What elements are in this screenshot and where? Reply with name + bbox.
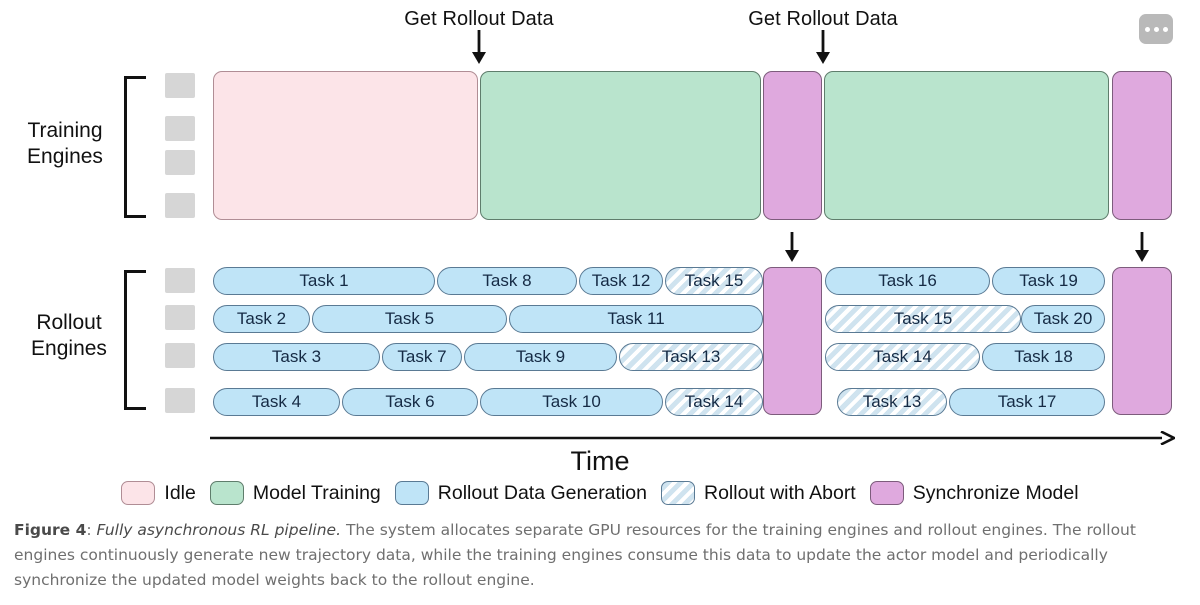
caption-figure-number: Figure 4 bbox=[14, 521, 87, 539]
task-label: Task 18 bbox=[1014, 347, 1073, 366]
gpu-chip-rollout-1 bbox=[165, 268, 195, 293]
task-label: Task 17 bbox=[997, 392, 1057, 411]
down-arrow-icon bbox=[816, 30, 830, 64]
down-arrow-icon bbox=[1135, 232, 1149, 262]
gpu-chip-training-3 bbox=[165, 150, 195, 175]
task-block[interactable]: Task 10 bbox=[480, 388, 663, 416]
group-label-rollout: Rollout Engines bbox=[31, 311, 107, 360]
training-segment-idle-1[interactable] bbox=[213, 71, 478, 220]
dot-icon bbox=[1144, 26, 1150, 32]
task-block[interactable]: Task 1 bbox=[213, 267, 435, 295]
task-label: Task 11 bbox=[607, 309, 665, 328]
task-block[interactable]: Task 18 bbox=[982, 343, 1105, 371]
dot-icon bbox=[1162, 26, 1168, 32]
task-label: Task 6 bbox=[385, 392, 435, 411]
caption-body: The system allocates separate GPU resour… bbox=[14, 521, 1136, 589]
task-label: Task 13 bbox=[661, 347, 721, 366]
task-label: Task 3 bbox=[271, 347, 322, 366]
group-bracket-rollout bbox=[124, 270, 146, 410]
task-label: Task 1 bbox=[299, 271, 349, 290]
group-bracket-training bbox=[124, 76, 146, 218]
task-block[interactable]: Task 15 bbox=[825, 305, 1021, 333]
gpu-chip-rollout-3 bbox=[165, 343, 195, 368]
legend-label-abort: Rollout with Abort bbox=[703, 481, 856, 504]
down-arrow-icon bbox=[785, 232, 799, 262]
task-block[interactable]: Task 9 bbox=[464, 343, 617, 371]
legend-item-idle: Idle bbox=[121, 481, 196, 505]
legend-swatch-rollout bbox=[394, 481, 429, 505]
task-label: Task 7 bbox=[397, 347, 447, 366]
training-segment-training-4[interactable] bbox=[824, 71, 1109, 220]
task-block[interactable]: Task 14 bbox=[665, 388, 763, 416]
training-segment-sync-3[interactable] bbox=[763, 71, 822, 220]
legend-label-sync: Synchronize Model bbox=[912, 481, 1079, 504]
task-label: Task 10 bbox=[542, 392, 601, 411]
task-label: Task 4 bbox=[251, 392, 302, 411]
legend-item-abort: Rollout with Abort bbox=[660, 481, 856, 505]
gpu-chip-training-4 bbox=[165, 193, 195, 218]
task-block[interactable]: Task 4 bbox=[213, 388, 340, 416]
training-segment-sync-5[interactable] bbox=[1112, 71, 1172, 220]
rollout-sync-bar-2[interactable] bbox=[1112, 267, 1172, 415]
time-axis-label: Time bbox=[570, 446, 630, 476]
task-block[interactable]: Task 20 bbox=[1021, 305, 1105, 333]
task-block[interactable]: Task 2 bbox=[213, 305, 310, 333]
task-block[interactable]: Task 16 bbox=[825, 267, 990, 295]
gpu-chip-training-2 bbox=[165, 116, 195, 141]
time-axis bbox=[210, 431, 1175, 445]
task-block[interactable]: Task 12 bbox=[579, 267, 663, 295]
task-block[interactable]: Task 7 bbox=[382, 343, 462, 371]
figure-caption: Figure 4: Fully asynchronous RL pipeline… bbox=[14, 518, 1186, 593]
legend-swatch-sync bbox=[869, 481, 904, 505]
annotation-label-2: Get Rollout Data bbox=[748, 8, 898, 30]
task-label: Task 15 bbox=[893, 309, 953, 328]
more-options-button[interactable] bbox=[1139, 14, 1173, 44]
task-block[interactable]: Task 19 bbox=[992, 267, 1105, 295]
task-label: Task 16 bbox=[878, 271, 937, 290]
legend-label-rollout: Rollout Data Generation bbox=[437, 481, 647, 504]
task-label: Task 2 bbox=[236, 309, 287, 328]
caption-title: Fully asynchronous RL pipeline. bbox=[96, 521, 342, 539]
caption-separator: : bbox=[86, 521, 97, 539]
task-label: Task 14 bbox=[684, 392, 744, 411]
gpu-chip-rollout-4 bbox=[165, 388, 195, 413]
legend-swatch-abort bbox=[660, 481, 695, 505]
task-block[interactable]: Task 5 bbox=[312, 305, 507, 333]
gpu-chip-training-1 bbox=[165, 73, 195, 98]
legend-label-training: Model Training bbox=[252, 481, 381, 504]
task-block[interactable]: Task 8 bbox=[437, 267, 577, 295]
down-arrow-icon bbox=[472, 30, 486, 64]
legend-swatch-idle bbox=[121, 481, 156, 505]
legend-label-idle: Idle bbox=[164, 481, 196, 504]
dot-icon bbox=[1153, 26, 1159, 32]
task-block[interactable]: Task 14 bbox=[825, 343, 980, 371]
task-block[interactable]: Task 17 bbox=[949, 388, 1105, 416]
rollout-sync-bar-1[interactable] bbox=[763, 267, 822, 415]
task-block[interactable]: Task 3 bbox=[213, 343, 380, 371]
task-label: Task 19 bbox=[1019, 271, 1078, 290]
task-label: Task 9 bbox=[515, 347, 566, 366]
legend-item-training: Model Training bbox=[209, 481, 381, 505]
legend-item-rollout: Rollout Data Generation bbox=[394, 481, 647, 505]
annotation-label-1: Get Rollout Data bbox=[404, 8, 554, 30]
task-label: Task 5 bbox=[384, 309, 435, 328]
legend: Idle Model Training Rollout Data Generatio… bbox=[0, 476, 1200, 510]
task-block[interactable]: Task 13 bbox=[619, 343, 763, 371]
task-label: Task 14 bbox=[873, 347, 932, 366]
task-label: Task 12 bbox=[591, 271, 651, 290]
task-label: Task 15 bbox=[684, 271, 744, 290]
training-segment-training-2[interactable] bbox=[480, 71, 761, 220]
task-block[interactable]: Task 11 bbox=[509, 305, 763, 333]
task-block[interactable]: Task 13 bbox=[837, 388, 947, 416]
task-label: Task 13 bbox=[862, 392, 922, 411]
group-label-training: Training Engines bbox=[27, 119, 103, 168]
legend-item-sync: Synchronize Model bbox=[869, 481, 1079, 505]
gpu-chip-rollout-2 bbox=[165, 305, 195, 330]
task-label: Task 20 bbox=[1033, 309, 1093, 328]
task-block[interactable]: Task 6 bbox=[342, 388, 478, 416]
task-block[interactable]: Task 15 bbox=[665, 267, 763, 295]
task-label: Task 8 bbox=[482, 271, 532, 290]
legend-swatch-training bbox=[209, 481, 244, 505]
